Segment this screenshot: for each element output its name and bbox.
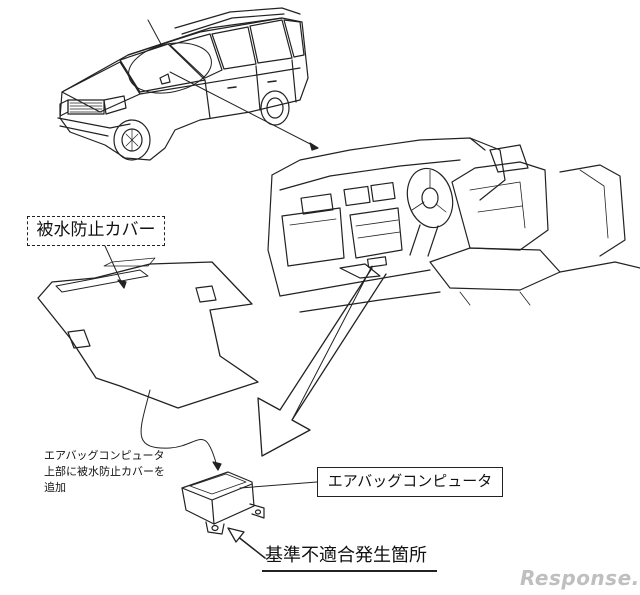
defect-arrow	[227, 527, 266, 559]
note-label: エアバッグコンピュータ 上部に被水防止カバーを 追加	[44, 448, 165, 496]
note-line-1: エアバッグコンピュータ	[44, 449, 165, 462]
defect-location-label: 基準不適合発生箇所	[265, 545, 427, 566]
callout-arrowhead-cover	[212, 461, 222, 471]
note-line-3: 追加	[44, 481, 66, 494]
waterproof-cover-illustration	[37, 245, 259, 409]
airbag-computer-illustration	[181, 471, 318, 535]
defect-label-underline	[262, 570, 437, 572]
airbag-computer-label: エアバッグコンピュータ	[317, 467, 503, 497]
interior-illustration	[267, 137, 640, 313]
callout-arrowhead	[309, 142, 319, 151]
note-line-2: 上部に被水防止カバーを	[44, 465, 165, 478]
waterproof-cover-label: 被水防止カバー	[27, 216, 165, 246]
callout-line-cover	[140, 389, 219, 471]
response-watermark: Response.	[520, 566, 640, 590]
car-illustration	[57, 7, 309, 161]
callout-line-car	[169, 71, 319, 149]
callout-line-interior	[291, 265, 373, 421]
